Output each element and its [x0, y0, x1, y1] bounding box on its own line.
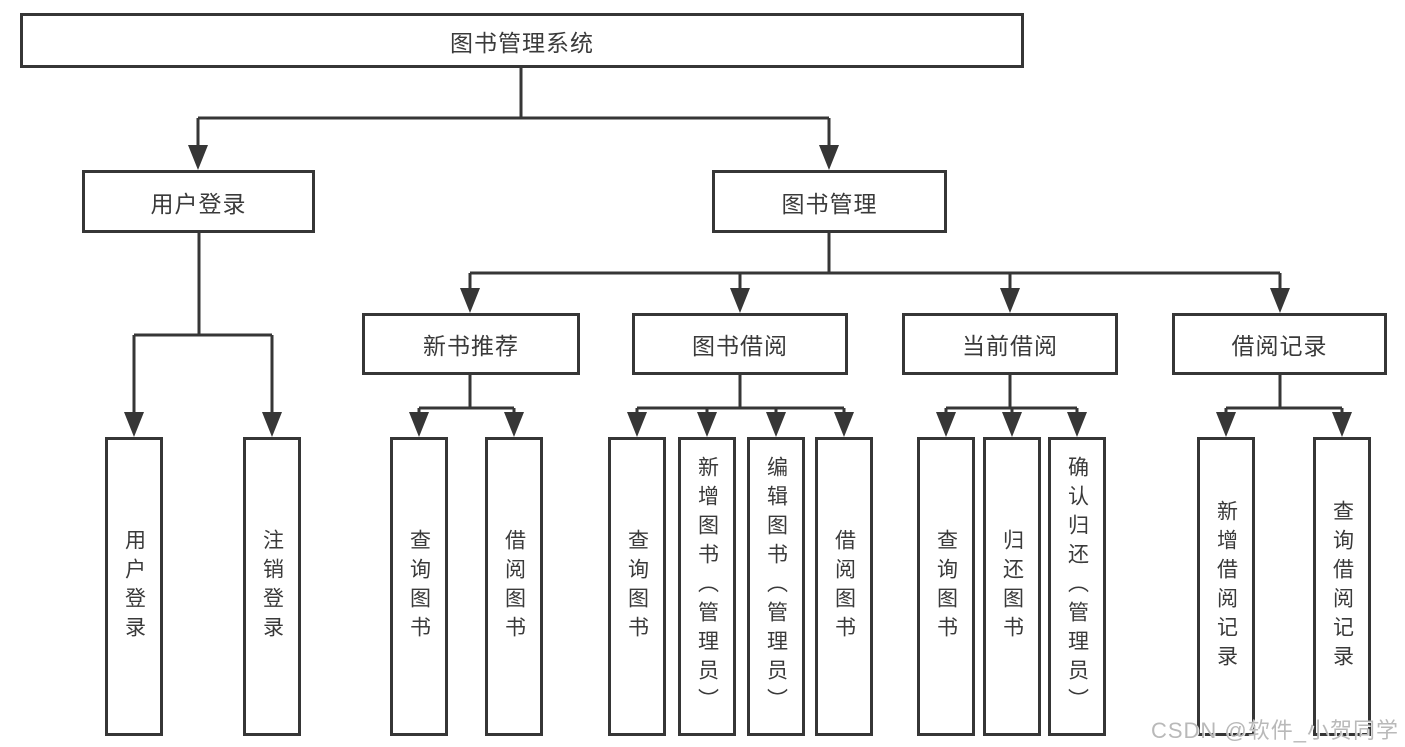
node-current-borrow: 当前借阅 — [902, 313, 1118, 375]
leaf-query-book-current-label: 查询图书 — [934, 528, 958, 645]
leaf-query-book-borrow-label: 查询图书 — [625, 528, 649, 645]
node-user-login: 用户登录 — [82, 170, 315, 233]
leaf-edit-book-admin: 编辑图书（管理员） — [747, 437, 805, 736]
node-root: 图书管理系统 — [20, 13, 1024, 68]
leaf-return-book: 归还图书 — [983, 437, 1041, 736]
node-book-management-label: 图书管理 — [781, 190, 878, 217]
leaf-query-borrow-record: 查询借阅记录 — [1313, 437, 1371, 736]
leaf-query-book-current: 查询图书 — [917, 437, 975, 736]
leaf-edit-book-admin-label: 编辑图书（管理员） — [764, 456, 788, 717]
leaf-logout-label: 注销登录 — [260, 528, 284, 645]
node-new-book-recommend-label: 新书推荐 — [423, 333, 519, 359]
node-borrow-record: 借阅记录 — [1172, 313, 1387, 375]
node-borrow-record-label: 借阅记录 — [1231, 333, 1328, 359]
leaf-query-book-borrow: 查询图书 — [608, 437, 666, 736]
node-book-borrow: 图书借阅 — [632, 313, 848, 375]
leaf-add-borrow-record: 新增借阅记录 — [1197, 437, 1255, 736]
leaf-add-borrow-record-label: 新增借阅记录 — [1214, 499, 1238, 674]
leaf-borrow-book-recommend-label: 借阅图书 — [502, 528, 526, 645]
node-book-management: 图书管理 — [712, 170, 947, 233]
leaf-borrow-book-label: 借阅图书 — [832, 528, 856, 645]
node-new-book-recommend: 新书推荐 — [362, 313, 580, 375]
node-book-borrow-label: 图书借阅 — [692, 333, 788, 359]
leaf-query-book-recommend: 查询图书 — [390, 437, 448, 736]
node-user-login-label: 用户登录 — [150, 190, 247, 217]
leaf-logout: 注销登录 — [243, 437, 301, 736]
leaf-return-book-label: 归还图书 — [1000, 528, 1024, 645]
leaf-confirm-return-admin: 确认归还（管理员） — [1048, 437, 1106, 736]
leaf-borrow-book: 借阅图书 — [815, 437, 873, 736]
leaf-query-borrow-record-label: 查询借阅记录 — [1330, 499, 1354, 674]
watermark: CSDN @软件_小贺同学 — [1150, 718, 1399, 743]
leaf-query-book-recommend-label: 查询图书 — [407, 528, 431, 645]
leaf-add-book-admin: 新增图书（管理员） — [678, 437, 736, 736]
node-current-borrow-label: 当前借阅 — [962, 333, 1058, 359]
leaf-confirm-return-admin-label: 确认归还（管理员） — [1065, 456, 1089, 717]
leaf-user-login: 用户登录 — [105, 437, 163, 736]
leaf-add-book-admin-label: 新增图书（管理员） — [695, 456, 719, 717]
node-root-label: 图书管理系统 — [450, 29, 594, 56]
leaf-user-login-label: 用户登录 — [122, 528, 146, 645]
leaf-borrow-book-recommend: 借阅图书 — [485, 437, 543, 736]
